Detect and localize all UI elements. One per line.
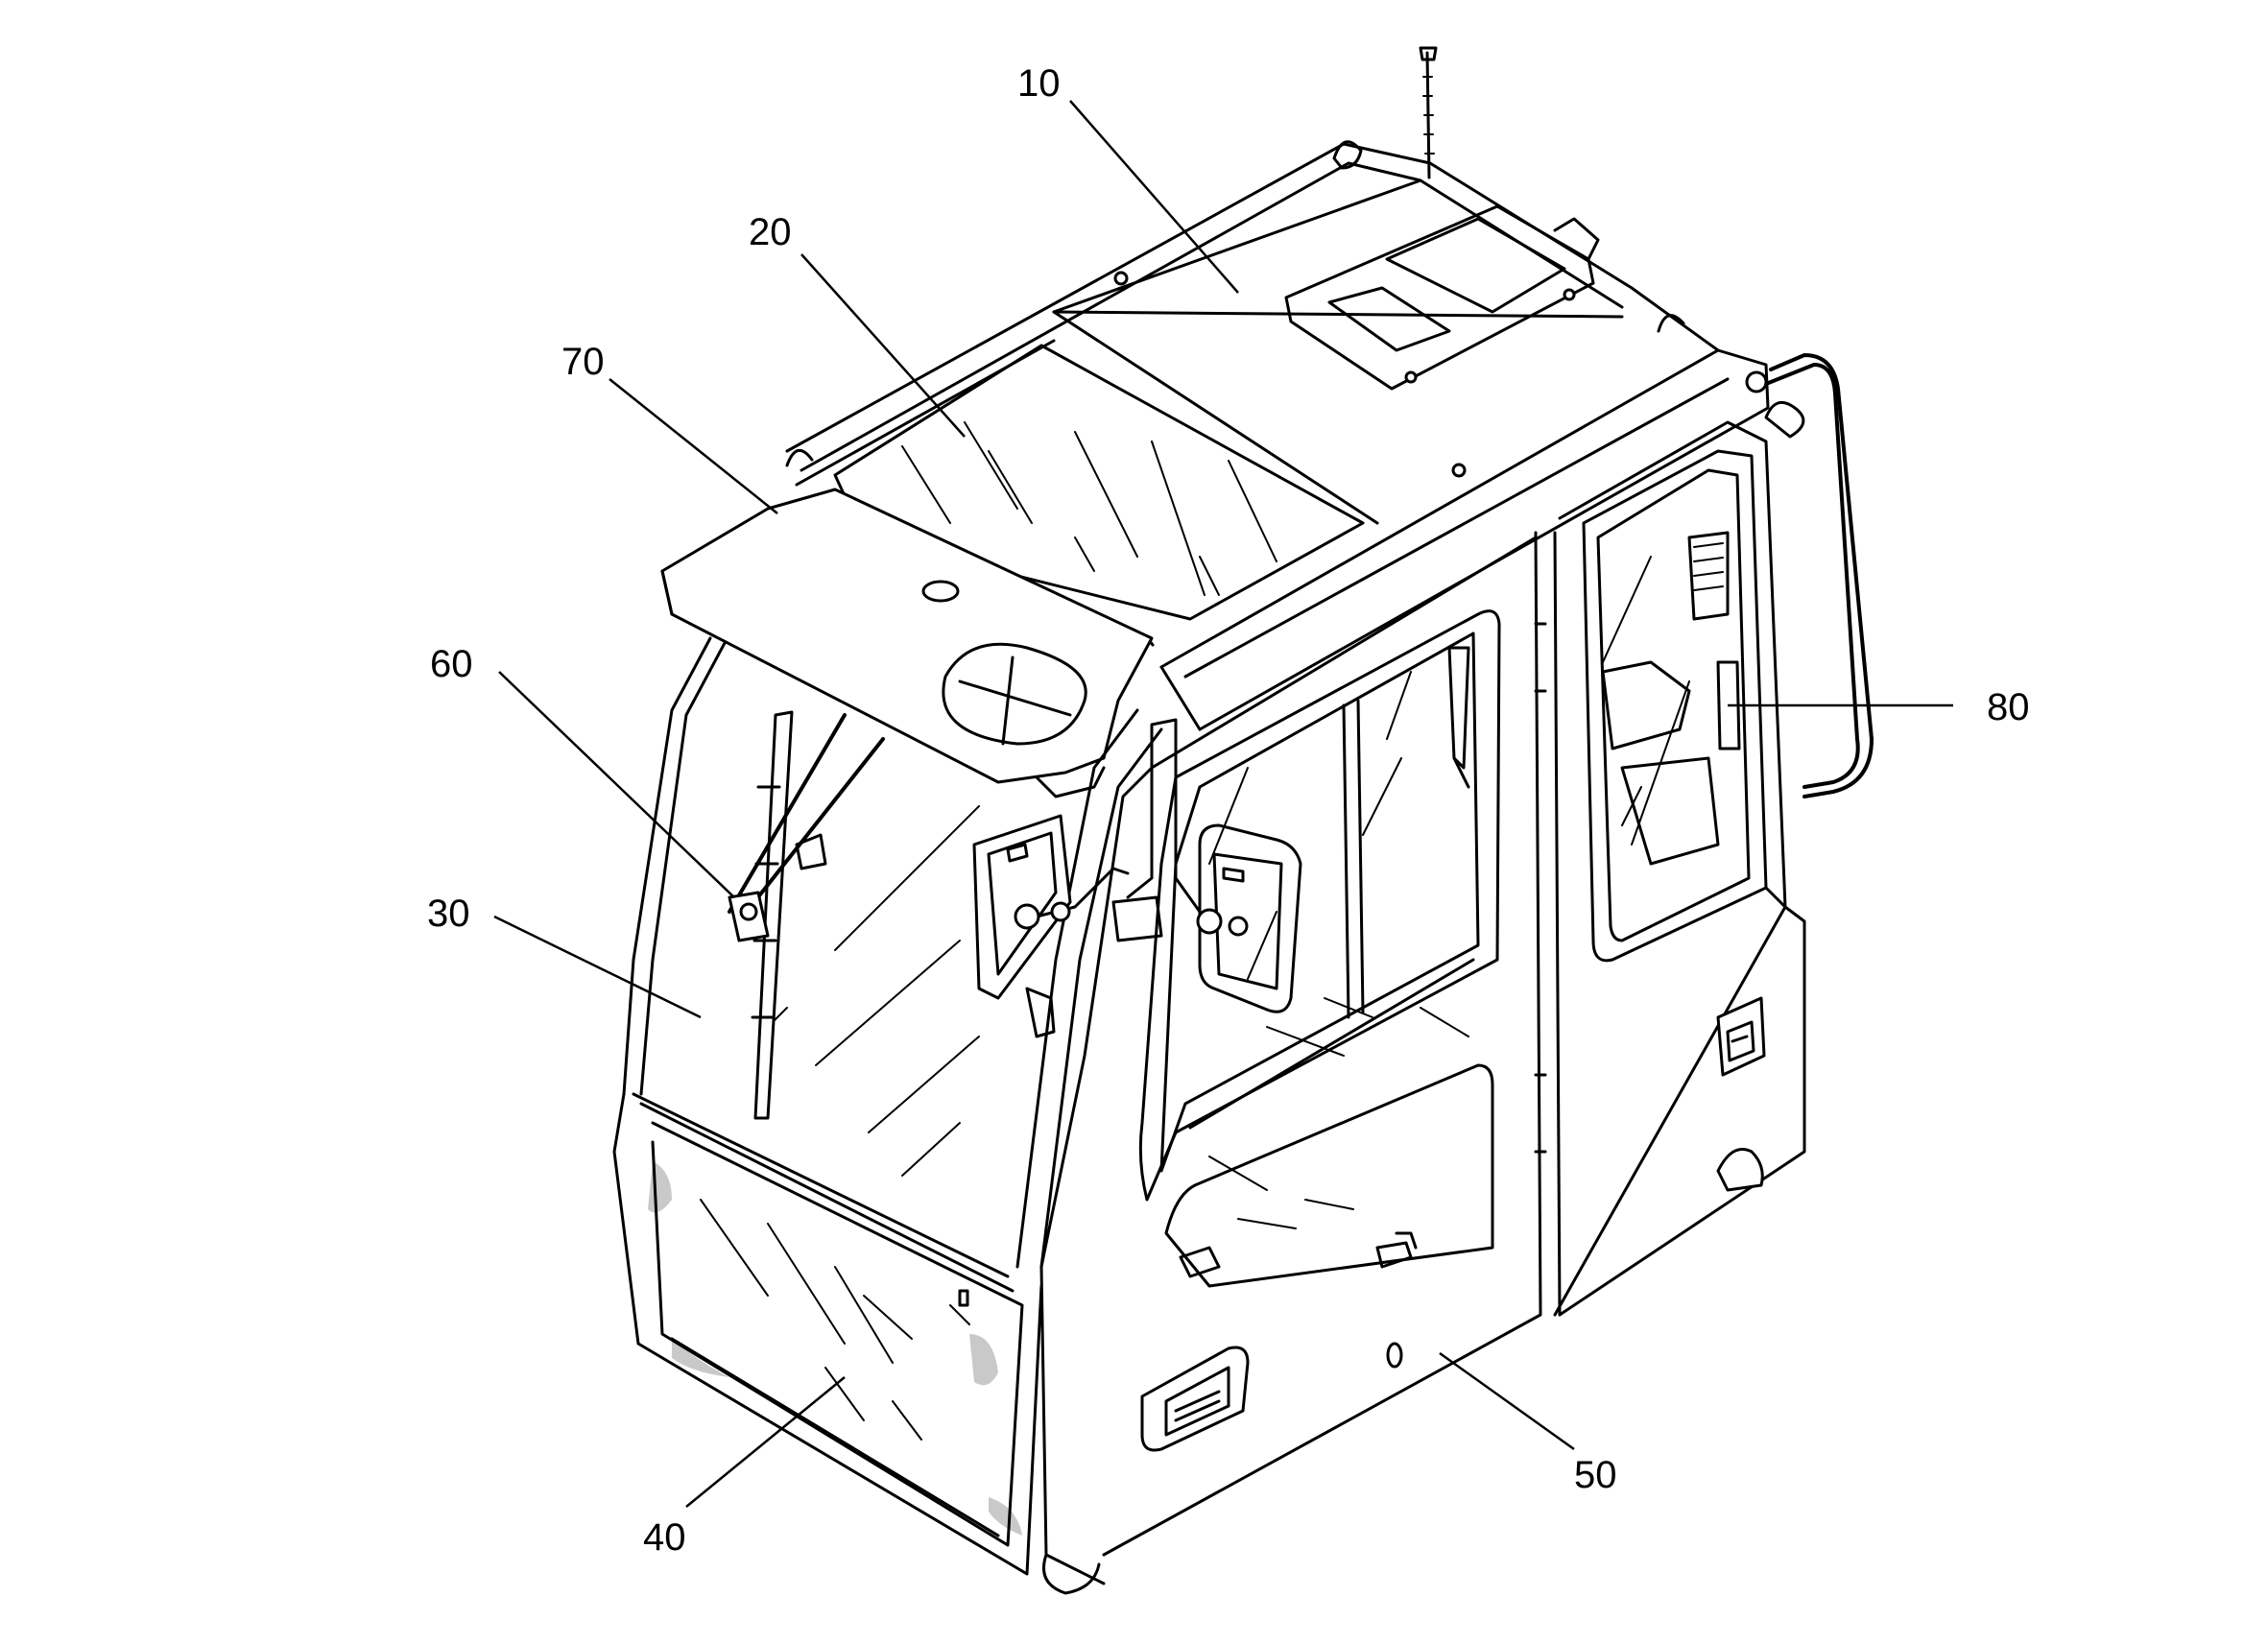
right-mirror [1111, 718, 1302, 1013]
leader-roof [1069, 100, 1239, 294]
leader-roof-window [800, 253, 966, 438]
left-mirror [972, 814, 1130, 1038]
sun-visor [660, 488, 1154, 798]
bottom-hinge [1042, 1553, 1101, 1595]
rear-side-window [1553, 353, 1874, 1317]
label-rear-side-window: 80 [1987, 686, 2030, 728]
label-door: 50 [1574, 1454, 1617, 1496]
label-wiper: 60 [430, 643, 473, 685]
roof [785, 46, 1770, 731]
label-front-window: 30 [427, 893, 470, 935]
door [1039, 531, 1562, 1585]
front-window [622, 636, 1163, 1293]
label-roof: 10 [1017, 62, 1061, 105]
lower-front-window [612, 1092, 1043, 1576]
leader-front-window [493, 915, 702, 1019]
leader-sun-visor [609, 378, 778, 514]
leader-door [1439, 1351, 1575, 1451]
leader-lower-front-window [685, 1376, 846, 1508]
callout-leaders [493, 100, 1953, 1508]
label-roof-window: 20 [749, 211, 792, 253]
leader-wiper [498, 671, 735, 898]
label-lower-front-window: 40 [643, 1516, 686, 1559]
callout-labels: 10 20 70 60 30 40 50 80 [427, 62, 2030, 1559]
label-sun-visor: 70 [561, 341, 605, 383]
wiper [728, 710, 885, 1120]
